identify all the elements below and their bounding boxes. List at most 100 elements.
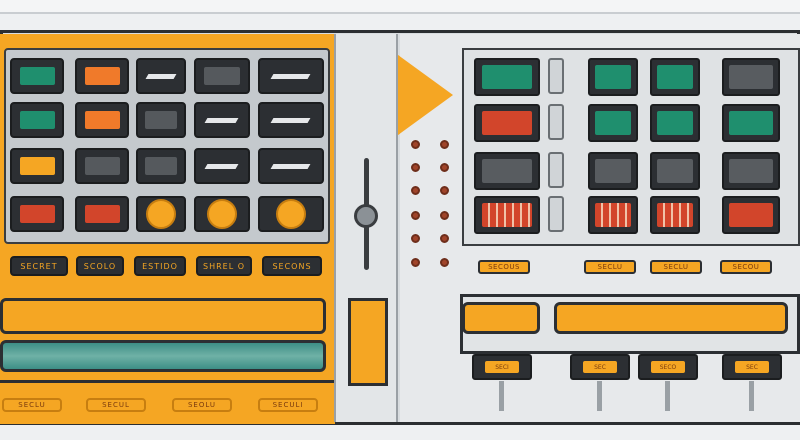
- panel-button[interactable]: [10, 148, 64, 184]
- control-unit[interactable]: SECO: [638, 354, 698, 380]
- panel-button[interactable]: [136, 196, 186, 232]
- strip-label: SHREL O: [196, 256, 252, 276]
- indicator-light: [440, 140, 449, 149]
- arrow-icon: [270, 163, 312, 169]
- base-label: SECUL: [86, 398, 146, 412]
- screen-display: [203, 67, 241, 85]
- panel-button[interactable]: [136, 58, 186, 94]
- panel-button[interactable]: [474, 104, 540, 142]
- grey-slot: [548, 152, 564, 188]
- screen-display: [482, 159, 532, 183]
- panel-button[interactable]: [10, 58, 64, 94]
- base-label: SEOLU: [172, 398, 232, 412]
- screen-display: [19, 67, 55, 85]
- unit-leg: [597, 381, 602, 411]
- screen-display: [656, 111, 694, 135]
- screen-display: [84, 111, 120, 129]
- screen-display: [144, 111, 178, 129]
- screen-display: [656, 203, 694, 227]
- base-label: SECULI: [258, 398, 318, 412]
- panel-button[interactable]: [722, 152, 780, 190]
- middle-orange-slot-left: [348, 298, 388, 386]
- panel-button[interactable]: [588, 104, 638, 142]
- control-unit[interactable]: SEC: [722, 354, 782, 380]
- unit-leg: [749, 381, 754, 411]
- circle-icon: [276, 199, 306, 229]
- base-label: SECLU: [2, 398, 62, 412]
- strip-label: SECONS: [262, 256, 322, 276]
- panel-button[interactable]: [474, 152, 540, 190]
- panel-button[interactable]: [258, 148, 324, 184]
- label-chip: SECOU: [720, 260, 772, 274]
- control-unit[interactable]: SECI: [472, 354, 532, 380]
- indicator-light: [411, 186, 420, 195]
- indicator-light: [440, 211, 449, 220]
- indicator-light: [411, 211, 420, 220]
- panel-button[interactable]: [258, 196, 324, 232]
- panel-button[interactable]: [258, 58, 324, 94]
- circle-icon: [207, 199, 237, 229]
- label-chip: SECOUS: [478, 260, 530, 274]
- panel-button[interactable]: [722, 104, 780, 142]
- panel-button[interactable]: [588, 58, 638, 96]
- grey-slot: [548, 58, 564, 94]
- panel-button[interactable]: [194, 148, 250, 184]
- screen-display: [482, 111, 532, 135]
- unit-display: SEC: [583, 361, 617, 373]
- indicator-light: [411, 234, 420, 243]
- panel-button[interactable]: [588, 196, 638, 234]
- panel-button[interactable]: [136, 102, 186, 138]
- arrow-icon: [270, 117, 312, 123]
- unit-display: SECO: [651, 361, 685, 373]
- screen-display: [594, 159, 632, 183]
- panel-button[interactable]: [474, 196, 540, 234]
- unit-leg: [499, 381, 504, 411]
- panel-button[interactable]: [650, 152, 700, 190]
- screen-display: [729, 111, 773, 135]
- strip-label: SCOLO: [76, 256, 124, 276]
- panel-button[interactable]: [194, 102, 250, 138]
- panel-button[interactable]: [75, 148, 129, 184]
- label-chip: SECLU: [584, 260, 636, 274]
- screen-display: [19, 157, 55, 175]
- orange-roller: [0, 298, 326, 334]
- arrow-icon: [145, 73, 177, 79]
- grey-slot: [548, 104, 564, 140]
- panel-button[interactable]: [194, 196, 250, 232]
- control-unit[interactable]: SEC: [570, 354, 630, 380]
- panel-button[interactable]: [474, 58, 540, 96]
- panel-button[interactable]: [650, 104, 700, 142]
- panel-button[interactable]: [10, 196, 64, 232]
- panel-button[interactable]: [650, 196, 700, 234]
- lever-knob[interactable]: [354, 204, 378, 228]
- panel-button[interactable]: [722, 196, 780, 234]
- panel-button[interactable]: [194, 58, 250, 94]
- indicator-light: [440, 186, 449, 195]
- panel-button[interactable]: [258, 102, 324, 138]
- panel-button[interactable]: [10, 102, 64, 138]
- panel-button[interactable]: [75, 58, 129, 94]
- screen-display: [84, 157, 120, 175]
- arrow-icon: [270, 73, 312, 79]
- screen-display: [84, 67, 120, 85]
- unit-display: SECI: [485, 361, 519, 373]
- screen-display: [656, 65, 694, 89]
- panel-button[interactable]: [75, 102, 129, 138]
- arrow-icon: [204, 117, 240, 123]
- top-rail: [0, 0, 800, 14]
- panel-button[interactable]: [136, 148, 186, 184]
- screen-display: [594, 203, 632, 227]
- screen-display: [482, 203, 532, 227]
- screen-display: [594, 111, 632, 135]
- panel-button[interactable]: [588, 152, 638, 190]
- indicator-light: [440, 234, 449, 243]
- right-orange-roller-small: [462, 302, 540, 334]
- panel-button[interactable]: [75, 196, 129, 232]
- circle-icon: [146, 199, 176, 229]
- indicator-light: [411, 258, 420, 267]
- panel-button[interactable]: [722, 58, 780, 96]
- right-orange-roller-long: [554, 302, 788, 334]
- screen-display: [482, 65, 532, 89]
- panel-button[interactable]: [650, 58, 700, 96]
